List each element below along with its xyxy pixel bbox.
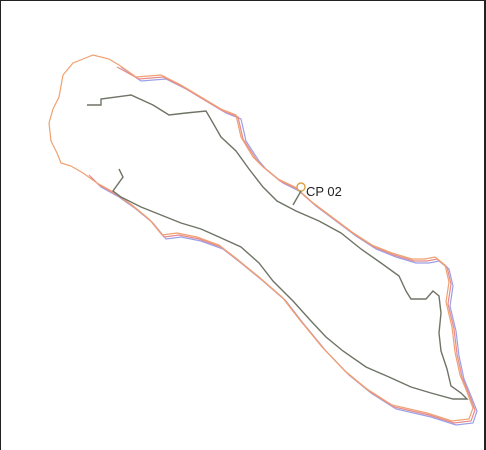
route-track-grey — [87, 94, 469, 400]
checkpoint-label: CP 02 — [306, 184, 342, 199]
checkpoint-marker[interactable] — [292, 182, 306, 206]
route-track-pink — [88, 66, 476, 424]
route-track-blue — [90, 66, 478, 426]
route-track-orange — [48, 54, 474, 422]
